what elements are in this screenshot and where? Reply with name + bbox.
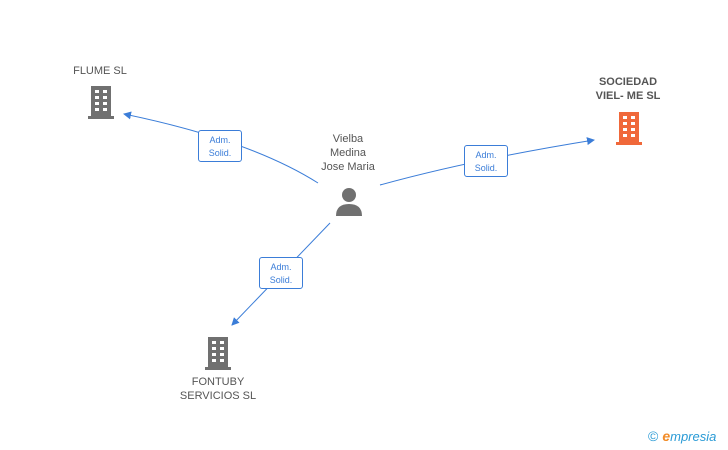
relation-type: Solid. [474,163,498,173]
relation-type: Solid. [269,275,293,285]
copyright-symbol: © [648,428,659,444]
person-label[interactable]: Vielba Medina Jose Maria [321,133,375,173]
company-label-fontuby[interactable]: FONTUBY SERVICIOS SL [179,376,257,402]
relation-role: Adm. [270,262,292,272]
relation-badge-flume[interactable]: Adm. Solid. [198,130,242,162]
relation-role: Adm. [475,150,497,160]
company-label-sociedad[interactable]: SOCIEDAD VIEL- ME SL [595,76,661,102]
brand-rest: mpresia [670,429,717,444]
empresia-logo: © empresia [648,428,716,444]
building-icon[interactable] [86,84,116,120]
relation-type: Solid. [208,148,232,158]
building-icon[interactable] [614,110,644,146]
building-icon[interactable] [203,335,233,371]
brand-e: e [662,428,671,444]
company-label-flume[interactable]: FLUME SL [73,65,127,77]
person-icon[interactable] [334,186,364,216]
relation-badge-sociedad[interactable]: Adm. Solid. [464,145,508,177]
relation-badge-fontuby[interactable]: Adm. Solid. [259,257,303,289]
relation-role: Adm. [209,135,231,145]
